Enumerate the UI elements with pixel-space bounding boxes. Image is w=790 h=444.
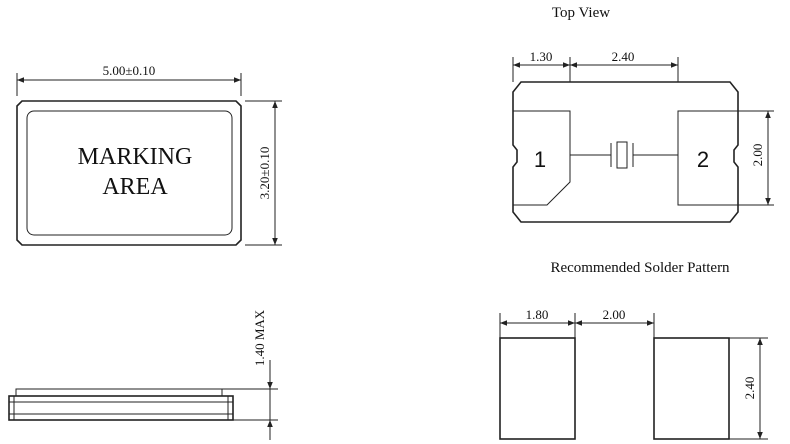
pad-1-label: 1 [534,147,546,172]
side-view-body [8,395,234,421]
crystal-icon [616,141,628,169]
side-view: 1.40 MAX [8,309,278,440]
front-view: 5.00±0.10 MARKING AREA 3.20±0.10 [16,63,282,246]
top-view: Top View 1.30 2.40 1 2 2.00 [512,5,774,223]
pad-2 [677,110,738,206]
top-view-title: Top View [552,5,610,21]
top-view-package-outline [512,81,739,223]
pad-2-label: 2 [697,147,709,172]
package-outline [16,100,242,246]
pad-height-dimension-label: 2.40 [742,377,757,400]
side-view-lid [15,388,223,397]
gap-dimension-label: 2.00 [603,307,626,322]
pad-width-dimension-label: 1.80 [526,307,549,322]
solder-pattern: Recommended Solder Pattern 1.80 2.00 2.4… [499,260,768,440]
side-height-dimension-label: 1.40 MAX [252,309,267,366]
dimension-label-left: 1.30 [530,49,553,64]
solder-pad-right [653,337,730,440]
solder-pattern-title: Recommended Solder Pattern [550,260,730,276]
marking-text-line1: MARKING [78,144,193,170]
width-dimension-label: 5.00±0.10 [103,63,156,78]
dimension-label-right: 2.00 [750,144,765,167]
marking-area-outline [26,110,233,236]
solder-pad-left [499,337,576,440]
pad-1 [513,110,571,206]
height-dimension-label: 3.20±0.10 [257,147,272,200]
dimension-label-mid: 2.40 [612,49,635,64]
marking-text-line2: AREA [102,174,168,200]
